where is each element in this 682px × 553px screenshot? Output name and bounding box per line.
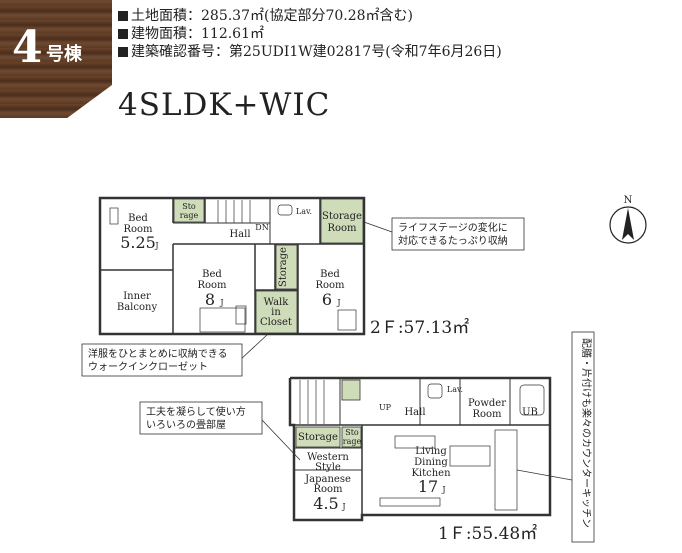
bed-c-unit: J <box>336 298 340 307</box>
unit-badge: 4 号棟 <box>0 0 112 118</box>
unit-number: 4 <box>12 22 43 73</box>
storage-entry-1f <box>341 379 361 401</box>
up-label: UP <box>379 403 392 412</box>
callout-wic: 洋服をひとまとめに収納できる ウォークインクローゼット <box>81 333 269 377</box>
hall-2f-label: Hall <box>229 229 250 240</box>
japanese-unit: J <box>341 502 345 511</box>
storage-small-2f <box>173 198 205 223</box>
storage-vertical-2f <box>275 244 298 290</box>
callout-kitchen: 配膳・片付けも楽々のカウンターキッチン <box>516 331 595 543</box>
inner-balcony-label-1: Inner <box>123 291 151 302</box>
storage-vertical-label: Storage <box>278 247 289 287</box>
bed-c-label-1: Bed <box>320 269 340 280</box>
hall-1f-label: Hall <box>404 407 425 418</box>
ldk-label-1: Living <box>415 446 447 457</box>
layout-title: 4SLDK+WIC <box>118 87 331 123</box>
compass-n-label: N <box>624 195 633 206</box>
wood-texture <box>0 0 112 118</box>
bed-c-label-2: Room <box>315 280 345 291</box>
unit-suffix: 号棟 <box>46 44 82 65</box>
floor-2-area: 2Ｆ:57.13㎡ <box>370 318 469 338</box>
floor-2-plan <box>98 196 366 336</box>
bed-b-label-1: Bed <box>202 269 222 280</box>
ldk-label-2: Dining <box>414 457 448 468</box>
storage-1f <box>295 426 341 448</box>
wic-label-2: in <box>271 307 281 318</box>
bed-a-size: 5.25 <box>120 233 156 252</box>
storage-room-2f <box>320 198 364 244</box>
spec-land-area: 土地面積：285.37㎡(協定部分70.28㎡含む) <box>118 7 413 25</box>
ldk-unit: J <box>441 485 445 494</box>
bed-a-label-2: Room <box>123 224 153 235</box>
wic-label-1: Walk <box>264 297 290 308</box>
storage-small-2f-label-1: Sto <box>182 202 196 211</box>
wic-note-2: ウォークインクローゼット <box>88 361 208 373</box>
japanese-label-1: Japanese <box>304 474 351 485</box>
inner-balcony-label-2: Balcony <box>117 302 158 313</box>
callout-tatami: 工夫を凝らして使い方 いろいろの畳部屋 <box>139 401 301 461</box>
tatami-note-2: いろいろの畳部屋 <box>146 418 226 431</box>
ldk-label-3: Kitchen <box>411 468 451 479</box>
bed-b-unit: J <box>219 298 223 307</box>
storage-room-label-1: Storage <box>322 211 362 222</box>
powder-room-label-2: Room <box>472 409 502 420</box>
spec-permit-number: 建築確認番号：第25UDI1W建02817号(令和7年6月26日) <box>118 43 502 61</box>
lav-1f-label: Lav. <box>447 385 463 394</box>
floor-1-plan <box>288 376 552 522</box>
bed-b-label-2: Room <box>197 280 227 291</box>
floor-1-outline <box>288 376 552 522</box>
japanese-label-2: Room <box>313 484 343 495</box>
japanese-size: 4.5 <box>313 494 338 513</box>
spec-building-area: 建物面積：112.61㎡ <box>118 25 264 43</box>
storage-small-1f <box>341 426 362 448</box>
north-arrow-icon <box>622 208 634 240</box>
bed-b-size: 8 <box>205 290 215 309</box>
ub-label: UB <box>522 407 538 418</box>
bed-a-unit: J <box>154 241 158 250</box>
storage-room-label-2: Room <box>327 223 357 234</box>
wic-label-3: Closet <box>260 317 292 328</box>
ldk-size: 17 <box>418 477 438 496</box>
powder-room-label-1: Powder <box>468 398 506 409</box>
storage-small-2f-label-2: rage <box>180 211 199 220</box>
lav-2f-label: Lav. <box>296 207 312 216</box>
storage-1f-label: Storage <box>298 432 338 443</box>
walk-in-closet <box>255 290 298 334</box>
dn-label: DN <box>255 223 268 232</box>
floor-2-outline <box>98 196 366 336</box>
storage-small-1f-label-2: rage <box>343 437 362 446</box>
western-label-2: Style <box>315 462 341 473</box>
storage-note-1: ライフステージの変化に <box>398 221 508 234</box>
storage-note-2: 対応できるたっぷり収納 <box>398 234 508 247</box>
tatami-note-1: 工夫を凝らして使い方 <box>146 405 246 418</box>
compass: N <box>609 195 647 244</box>
floor-1-area: 1Ｆ:55.48㎡ <box>438 524 537 544</box>
bed-a-label-1: Bed <box>128 213 148 224</box>
wic-note-1: 洋服をひとまとめに収納できる <box>88 347 228 360</box>
bed-c-size: 6 <box>322 290 332 309</box>
kitchen-note: 配膳・片付けも楽々のカウンターキッチン <box>580 338 593 528</box>
callout-storage: ライフステージの変化に 対応できるたっぷり収納 <box>363 217 525 251</box>
western-label-1: Western <box>307 452 349 463</box>
storage-small-1f-label-1: Sto <box>345 428 359 437</box>
